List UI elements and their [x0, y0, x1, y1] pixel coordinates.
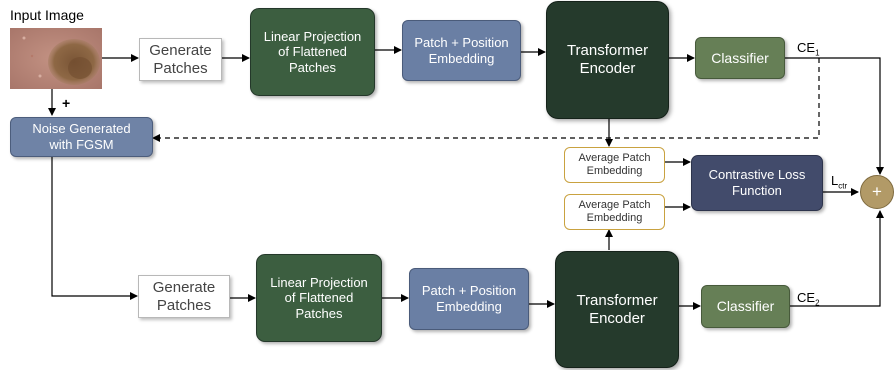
noise-line-2: with FGSM — [49, 137, 114, 152]
patch-position-embedding-box-bottom: Patch + Position Embedding — [409, 268, 529, 330]
noise-line-1: Noise Generated — [32, 121, 131, 137]
arrow-classifier-to-sum-top — [785, 57, 884, 175]
generate-patches-box-top: Generate Patches — [139, 38, 222, 81]
generate-line-1: Generate — [152, 278, 216, 296]
embed-line-1: Patch + Position — [414, 34, 509, 50]
linear-line-1: Linear Projection — [263, 28, 362, 44]
loss-main: L — [831, 173, 839, 188]
loss-ce1-label: CE1 — [797, 40, 820, 58]
generate-line-1: Generate — [149, 41, 212, 59]
arrow-noise-to-generate-bottom — [51, 157, 138, 300]
linear-line-2: of Flattened — [284, 290, 354, 306]
transformer-line-1: Transformer — [566, 42, 649, 59]
classifier-label: Classifier — [711, 49, 769, 66]
avg-line-2: Embedding — [586, 165, 643, 177]
generate-line-2: Patches — [153, 59, 208, 77]
linear-line-2: of Flattened — [278, 44, 347, 60]
linear-line-3: Patches — [289, 59, 336, 75]
loss-sub: 1 — [815, 48, 820, 58]
dashed-feedback-to-noise — [152, 58, 820, 142]
transformer-line-2: Encoder — [589, 309, 645, 327]
sum-node: + — [860, 175, 894, 209]
avg-line-1: Average Patch — [578, 151, 651, 164]
loss-ctr-label: Lctr — [831, 173, 847, 191]
patch-position-embedding-box-top: Patch + Position Embedding — [402, 20, 521, 81]
average-patch-embedding-box-bottom: Average Patch Embedding — [564, 194, 665, 230]
transformer-encoder-box-bottom: Transformer Encoder — [555, 251, 679, 368]
loss-main: CE — [797, 290, 816, 305]
linear-line-3: Patches — [295, 305, 343, 321]
average-patch-embedding-box-top: Average Patch Embedding — [564, 147, 665, 183]
transformer-encoder-box-top: Transformer Encoder — [546, 1, 669, 119]
classifier-box-top: Classifier — [695, 37, 785, 79]
embed-line-2: Embedding — [436, 299, 502, 314]
loss-sub: 2 — [815, 298, 820, 308]
input-image-title: Input Image — [10, 7, 84, 23]
embed-line-1: Patch + Position — [421, 283, 517, 299]
transformer-line-1: Transformer — [576, 291, 658, 309]
input-image — [10, 28, 102, 89]
linear-line-1: Linear Projection — [270, 274, 368, 290]
generate-patches-box-bottom: Generate Patches — [138, 275, 230, 318]
loss-ce2-label: CE2 — [797, 290, 820, 308]
classifier-box-bottom: Classifier — [701, 285, 790, 328]
linear-projection-box-top: Linear Projection of Flattened Patches — [250, 8, 375, 96]
contrastive-line-1: Contrastive Loss — [708, 167, 806, 183]
plus-sign: + — [62, 95, 71, 111]
contrastive-line-2: Function — [732, 183, 782, 198]
contrastive-loss-box: Contrastive Loss Function — [691, 155, 823, 211]
avg-line-1: Average Patch — [578, 198, 651, 211]
linear-projection-box-bottom: Linear Projection of Flattened Patches — [256, 254, 382, 342]
classifier-label: Classifier — [716, 298, 775, 315]
loss-sub: ctr — [838, 181, 848, 191]
avg-line-2: Embedding — [586, 212, 643, 224]
generate-line-2: Patches — [156, 296, 212, 314]
arrow-classifier-to-sum-bottom — [790, 210, 884, 307]
skin-lesion-picture — [10, 28, 102, 89]
transformer-line-2: Encoder — [579, 60, 636, 77]
noise-fgsm-box: Noise Generated with FGSM — [10, 117, 153, 157]
embed-line-2: Embedding — [428, 50, 495, 66]
loss-main: CE — [797, 40, 816, 55]
